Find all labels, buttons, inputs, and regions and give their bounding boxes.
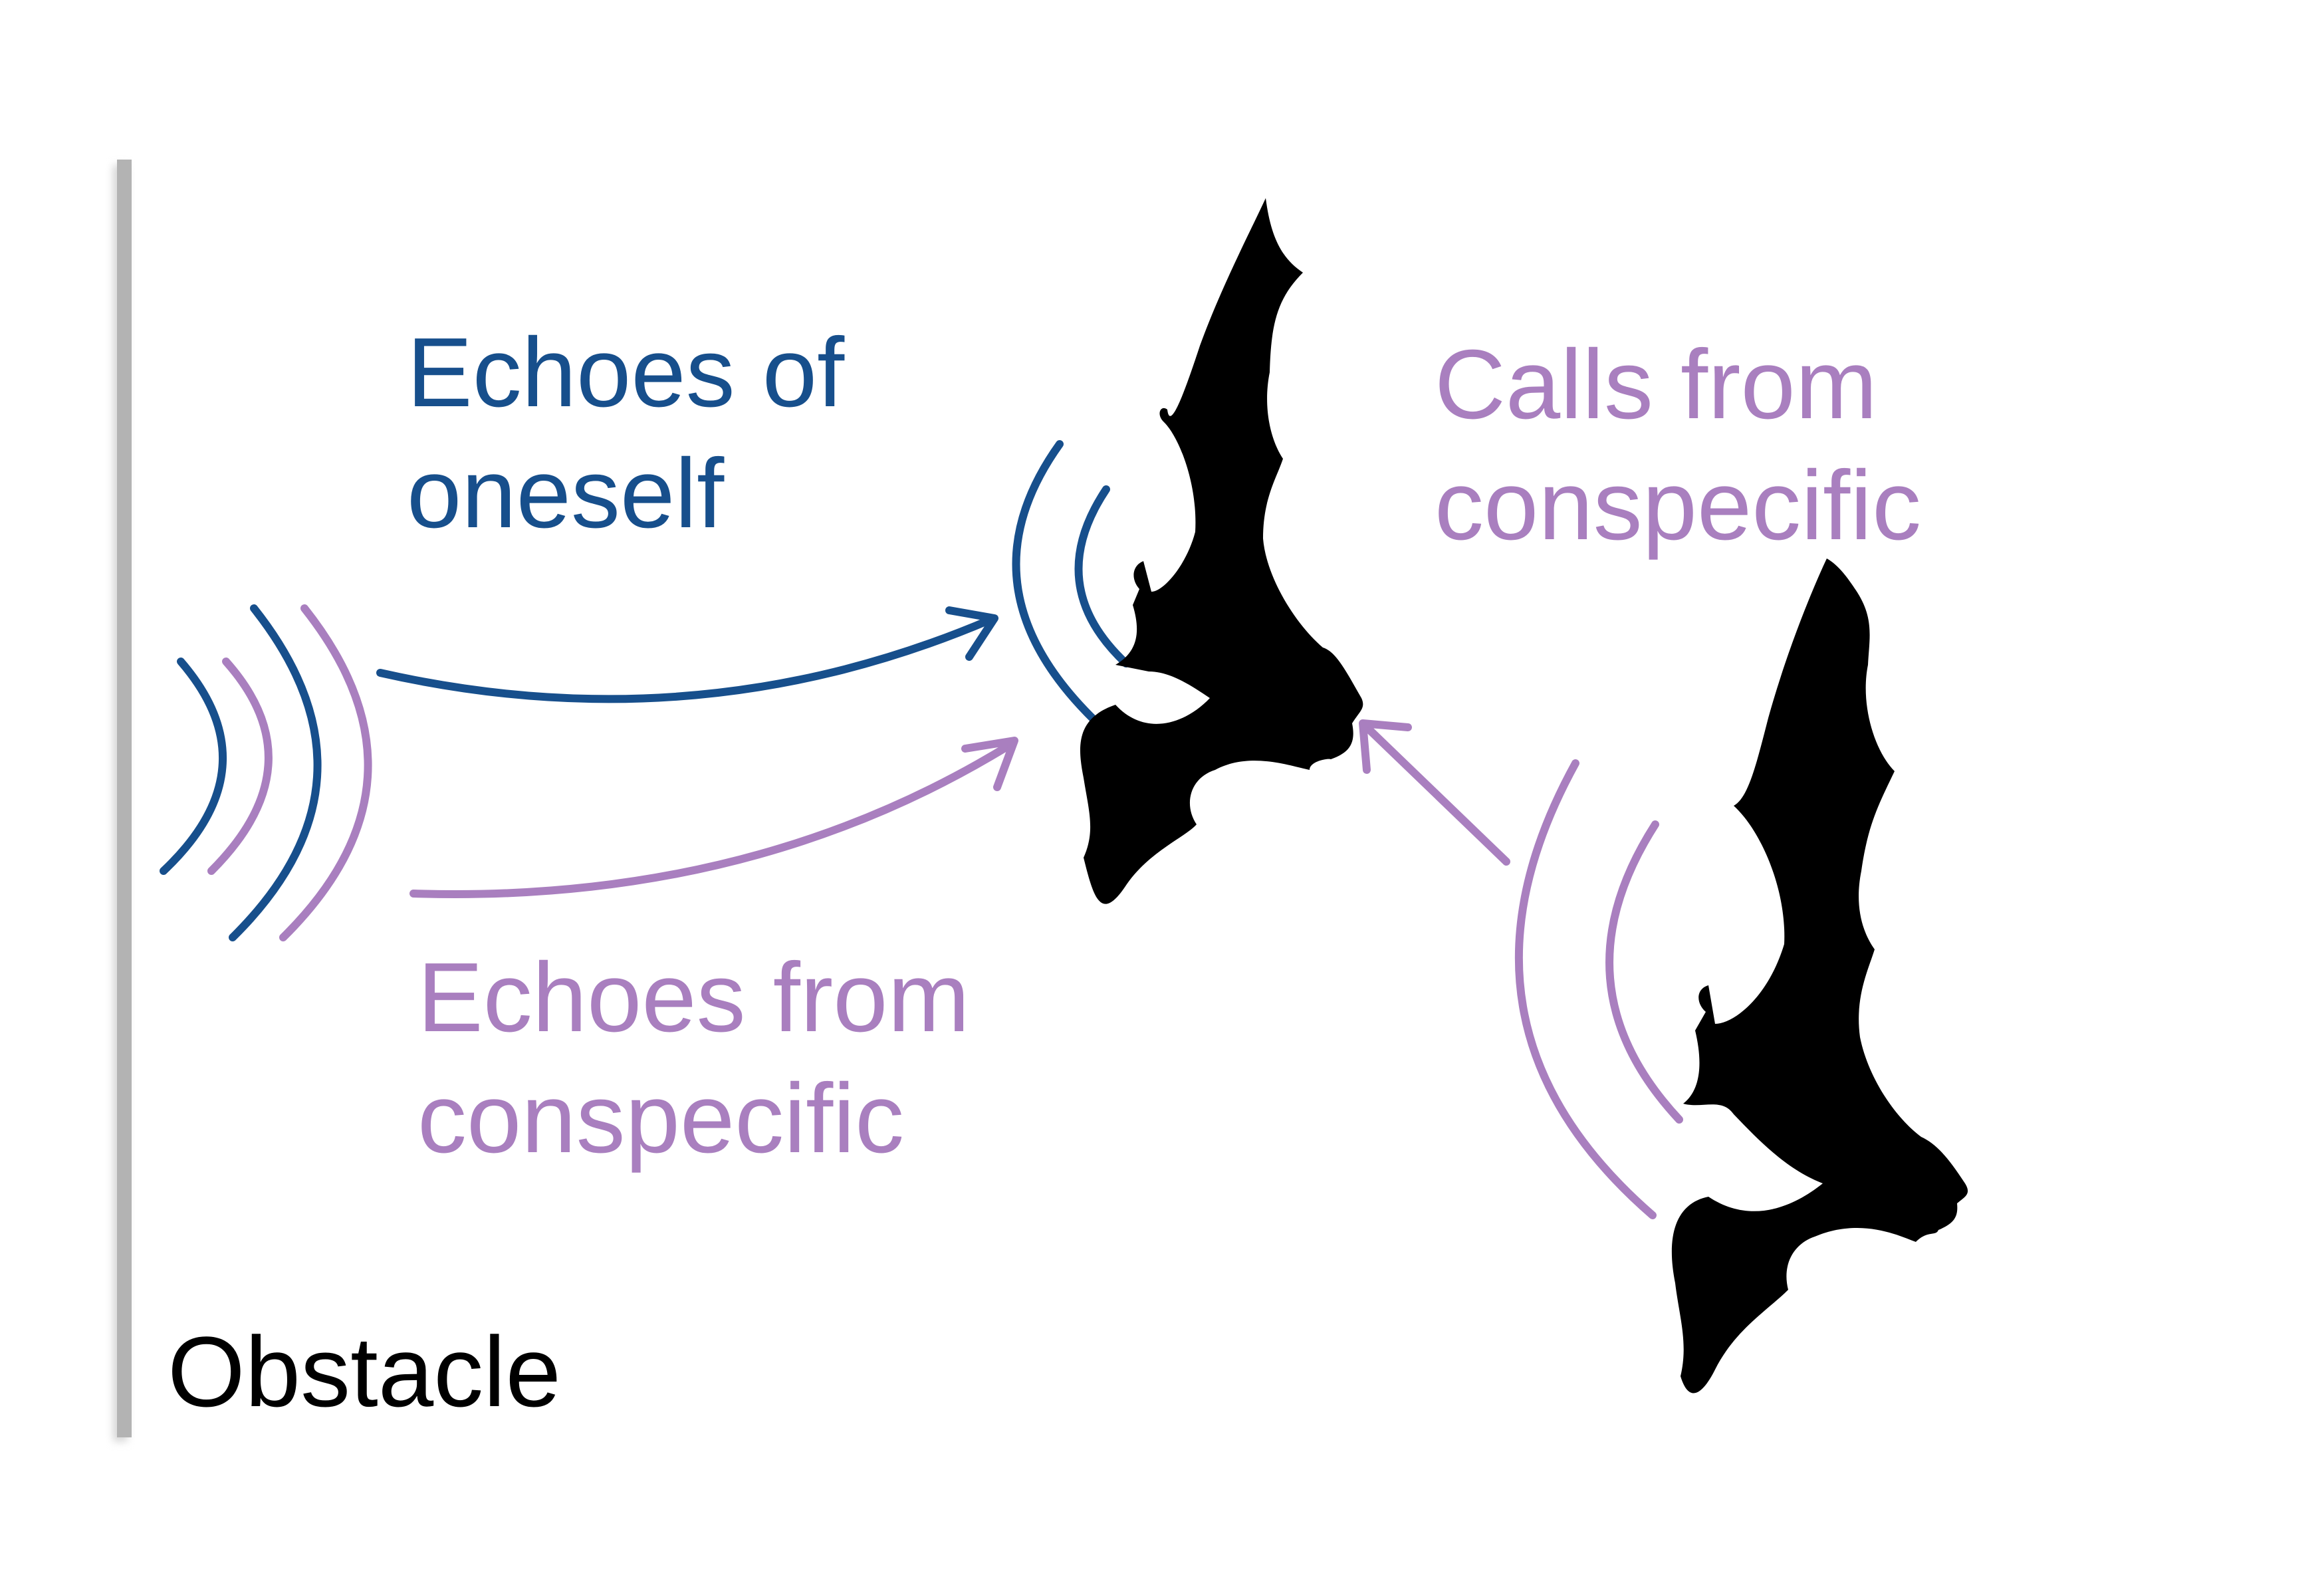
obstacle-wall (113, 160, 132, 1441)
echoes-of-oneself-label: Echoes of oneself (407, 312, 844, 554)
self-echo-wave-inner (160, 658, 227, 875)
arrow-calls-conspecific (1359, 719, 1510, 866)
calls-from-conspecific-label: Calls from conspecific (1435, 324, 1921, 566)
focal-bat-silhouette-icon (1080, 198, 1363, 904)
self-echo-wave-outer (1012, 440, 1109, 734)
arrow-head-icon (961, 737, 1018, 791)
echoes-from-conspecific-line2: conspecific (417, 1064, 905, 1173)
arrow-head-icon (1359, 719, 1412, 774)
arrow-echoes-conspecific (409, 737, 1018, 898)
echoes-from-conspecific-label: Echoes from conspecific (417, 937, 970, 1179)
arrow-echoes-self (376, 606, 998, 703)
obstacle-label: Obstacle (168, 1316, 561, 1427)
conspecific-call-waves (1514, 759, 1683, 1219)
echoes-from-conspecific-line1: Echoes from (417, 943, 970, 1052)
conspecific-echo-wave-outer (279, 604, 372, 941)
echoes-of-oneself-line2: oneself (407, 439, 725, 548)
conspecific-bat-silhouette-icon (1671, 558, 1968, 1393)
echoes-of-oneself-line1: Echoes of (407, 318, 845, 427)
self-echo-wave-inner (1074, 485, 1130, 667)
call-wave-inner (1605, 820, 1683, 1124)
calls-from-conspecific-line1: Calls from (1435, 330, 1878, 439)
arrow-head-icon (945, 606, 998, 661)
self-echo-wave-outer (229, 604, 322, 941)
call-wave-outer (1514, 759, 1657, 1219)
conspecific-echo-wave-inner (207, 658, 273, 875)
obstacle-echo-waves (160, 604, 372, 941)
calls-from-conspecific-line2: conspecific (1435, 451, 1922, 560)
focal-bat-waves (1012, 440, 1130, 734)
